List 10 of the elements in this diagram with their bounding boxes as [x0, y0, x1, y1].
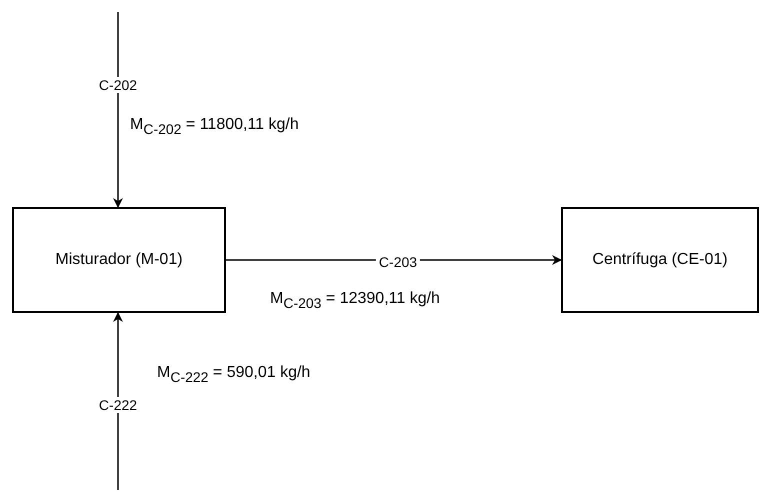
mass-flow-label: M$_{C-222}$ = 590,01 kg/h	[157, 364, 310, 385]
edge-label: C-203	[376, 254, 420, 270]
equipment-name: Centrífuga (CE-01)	[592, 251, 728, 269]
mass-flow-label: M$_{C-202}$ = 11800,11 kg/h	[130, 116, 299, 137]
mass-flow-label: M$_{C-203}$ = 12390,11 kg/h	[270, 290, 440, 311]
process-box	[12, 207, 226, 313]
equipment-name: Misturador (M-01)	[55, 251, 183, 269]
flow-arrow	[113, 12, 123, 208]
process-box	[561, 207, 759, 313]
flow-arrow	[113, 312, 123, 490]
